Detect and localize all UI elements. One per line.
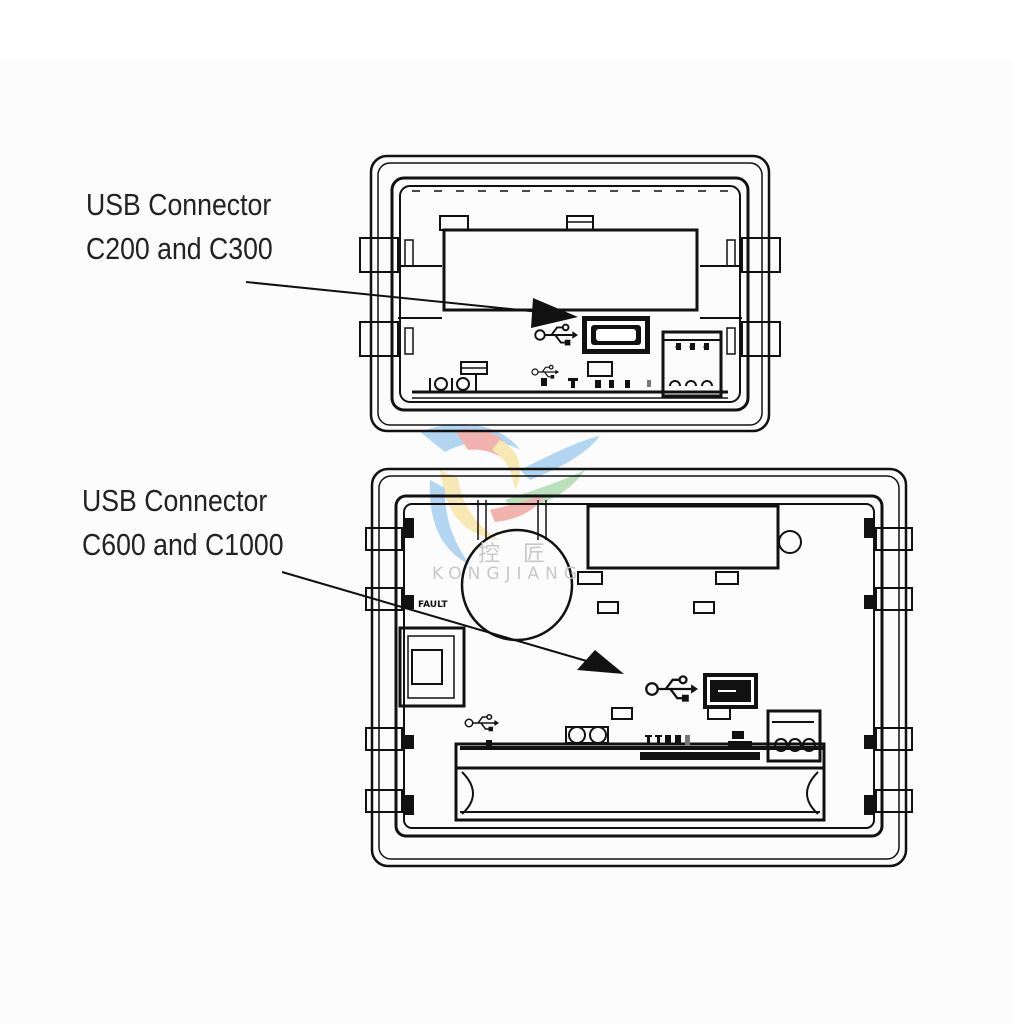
usb-icon-small: [531, 364, 560, 380]
fault-label: FAULT: [418, 600, 448, 610]
callout-line2: C200 and C300: [86, 231, 273, 266]
device-c200-c300: [359, 154, 781, 433]
usb-port-c200-c300: [582, 316, 650, 354]
device-c600-c1000: [365, 467, 913, 868]
watermark-cn: 控 匠: [478, 542, 553, 567]
usb-port-c600-c1000: [703, 673, 758, 709]
callout-arrow-c600-c1000: [281, 571, 624, 674]
watermark-en: KONGJIANG: [432, 564, 584, 584]
callout-line2: C600 and C1000: [82, 527, 284, 562]
diagram-background: [0, 60, 1012, 1024]
usb-icon-small: [464, 714, 500, 732]
callout-line1: USB Connector: [86, 187, 272, 222]
clip-details: [404, 518, 874, 815]
terminal-markers: [568, 343, 709, 388]
callout-label-c600-c1000: USB Connector C600 and C1000: [82, 479, 284, 567]
usb-icon: [534, 323, 579, 347]
callout-label-c200-c300: USB Connector C200 and C300: [86, 183, 273, 271]
callout-line1: USB Connector: [82, 483, 268, 518]
terminal-labels: [645, 731, 752, 747]
usb-icon: [645, 675, 700, 703]
callout-arrow-c200-c300: [245, 281, 578, 328]
